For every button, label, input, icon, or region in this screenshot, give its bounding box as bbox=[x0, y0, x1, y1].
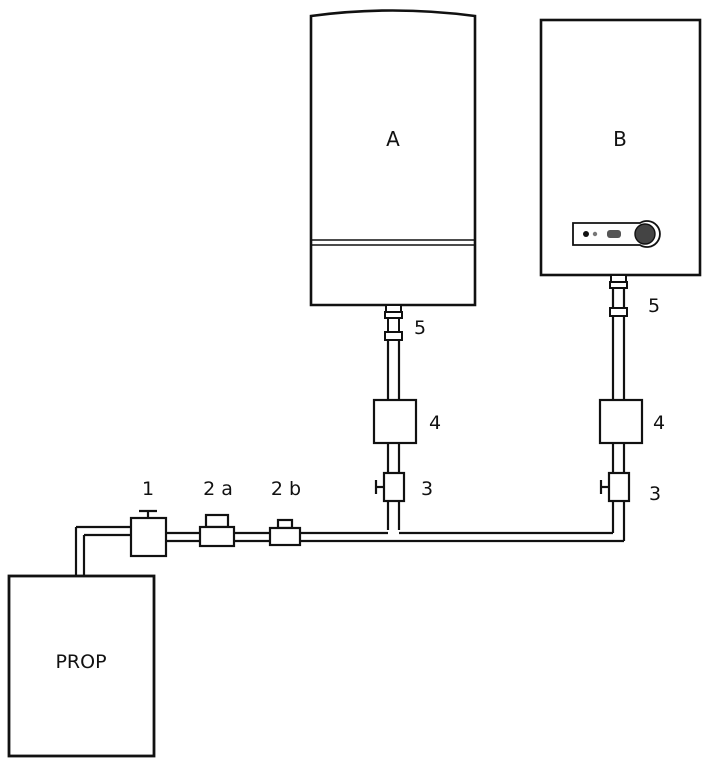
boiler-a: A bbox=[309, 9, 477, 307]
label-3-b: 3 bbox=[649, 483, 661, 505]
filter-b bbox=[598, 398, 644, 445]
boiler-b: B bbox=[539, 18, 702, 277]
label-2a: 2 a bbox=[203, 478, 233, 500]
label-2b: 2 b bbox=[271, 478, 301, 500]
propane-tank: PROP bbox=[7, 574, 156, 758]
main-valve bbox=[129, 509, 168, 558]
connector-b bbox=[609, 274, 628, 317]
pipe-network bbox=[74, 287, 626, 576]
part-2a bbox=[198, 513, 236, 548]
control-knob-panel bbox=[572, 220, 661, 248]
label-5-a: 5 bbox=[414, 317, 426, 339]
label-4-a: 4 bbox=[429, 412, 441, 434]
part-2b bbox=[268, 518, 302, 547]
label-5-b: 5 bbox=[648, 295, 660, 317]
tank-label: PROP bbox=[55, 651, 106, 673]
valve-a bbox=[374, 471, 406, 503]
label-1: 1 bbox=[142, 478, 154, 500]
label-3-a: 3 bbox=[421, 478, 433, 500]
filter-a bbox=[372, 398, 418, 445]
boiler-b-label: B bbox=[613, 127, 627, 151]
connector-a bbox=[384, 304, 403, 341]
valve-b bbox=[599, 471, 631, 503]
label-4-b: 4 bbox=[653, 412, 665, 434]
boiler-a-label: A bbox=[386, 127, 400, 151]
